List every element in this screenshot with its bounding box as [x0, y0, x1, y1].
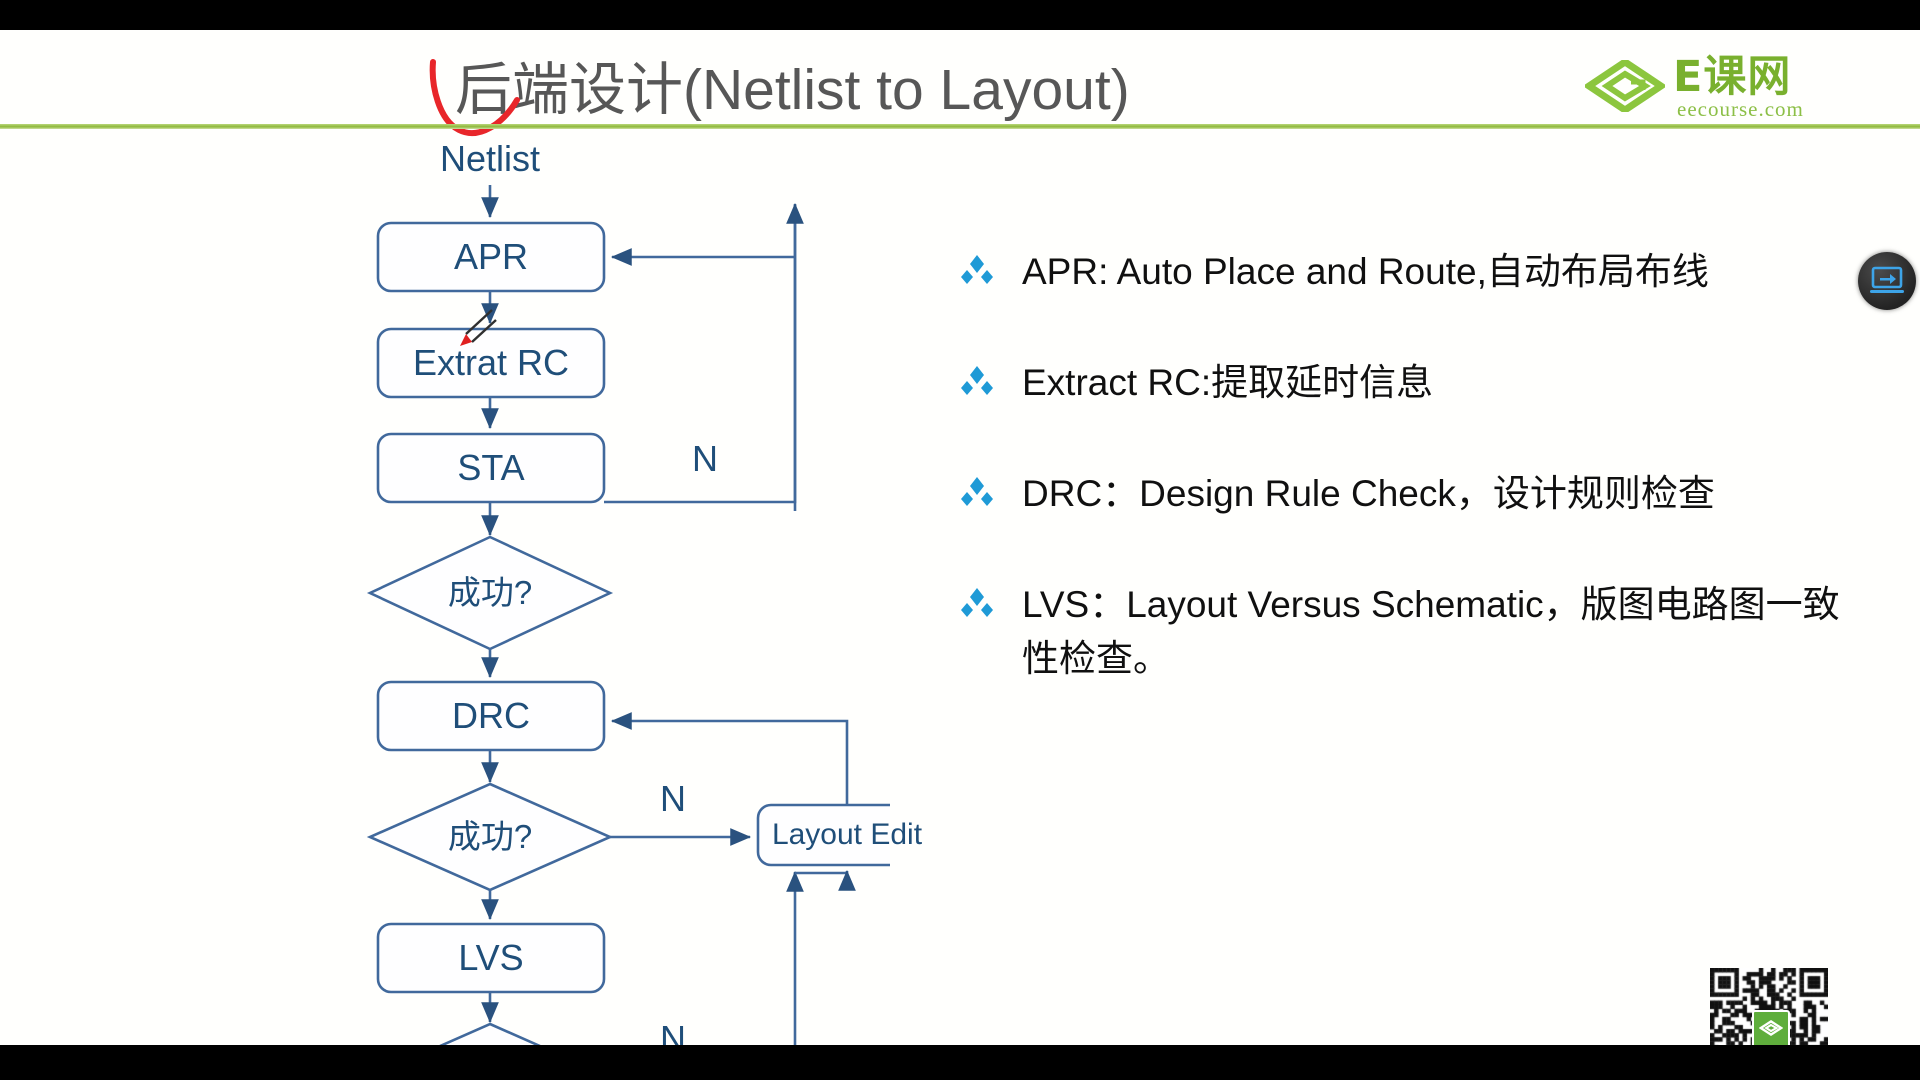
bullet-text: APR: Auto Place and Route,自动布局布线 — [1022, 251, 1709, 292]
screen-share-icon — [1870, 266, 1904, 293]
bullet-text: DRC：Design Rule Check，设计规则检查 — [1022, 473, 1715, 514]
flow-edge-label-lvs-fail: N — [660, 1018, 686, 1046]
bullet-item-extract-rc: Extract RC:提取延时信息 — [960, 356, 1870, 410]
flow-decision-drc: 成功? — [447, 818, 533, 855]
flow-node-apr: APR — [453, 236, 529, 277]
flow-node-layout-edit: Layout Edit — [771, 818, 923, 851]
flow-node-lvs: LVS — [458, 937, 524, 978]
bullet-item-apr: APR: Auto Place and Route,自动布局布线 — [960, 245, 1870, 299]
flow-decision-sta: 成功? — [447, 574, 533, 611]
slide-canvas: 后端设计(Netlist to Layout) E课网 eecourse.com — [0, 30, 1920, 1045]
flow-node-sta: STA — [457, 447, 525, 488]
diamond-bullet-icon — [961, 255, 993, 284]
diamond-bullet-icon — [961, 477, 993, 506]
flowchart-graphics — [366, 185, 890, 1045]
diamond-bullet-icon — [961, 588, 993, 617]
flow-edge-label-sta-fail: N — [692, 438, 718, 479]
letterbox-bottom — [0, 1045, 1920, 1080]
header-divider — [0, 124, 1920, 129]
bullet-text: LVS：Layout Versus Schematic，版图电路图一致性检查。 — [1022, 584, 1840, 679]
pen-cursor-icon — [460, 309, 497, 346]
red-annotation-mark — [429, 59, 520, 137]
brand-logo: E课网 eecourse.com — [1585, 48, 1835, 126]
qr-center-logo-icon — [1752, 1010, 1790, 1045]
flow-edge-label-drc-fail: N — [660, 778, 686, 819]
letterbox-top — [0, 0, 1920, 30]
bullet-text: Extract RC:提取延时信息 — [1022, 362, 1434, 403]
logo-domain: eecourse.com — [1677, 97, 1804, 121]
flowchart: Netlist APR Extrat RC STA 成功? DRC 成功? LV… — [330, 125, 922, 1046]
flow-node-drc: DRC — [452, 695, 530, 736]
bullet-item-lvs: LVS：Layout Versus Schematic，版图电路图一致性检查。 — [960, 578, 1870, 686]
qr-code — [1710, 968, 1828, 1045]
bullet-item-drc: DRC：Design Rule Check，设计规则检查 — [960, 467, 1870, 521]
logo-text-cn: E课网 — [1673, 52, 1792, 102]
bullet-list: APR: Auto Place and Route,自动布局布线 Extract… — [960, 245, 1870, 686]
flow-entry-label: Netlist — [439, 138, 541, 179]
page-title: 后端设计(Netlist to Layout) — [455, 58, 1130, 122]
screen-share-button[interactable] — [1858, 252, 1916, 310]
flow-node-extract-rc: Extrat RC — [412, 342, 570, 383]
logo-mark-icon — [1585, 60, 1665, 112]
diamond-bullet-icon — [961, 366, 993, 395]
